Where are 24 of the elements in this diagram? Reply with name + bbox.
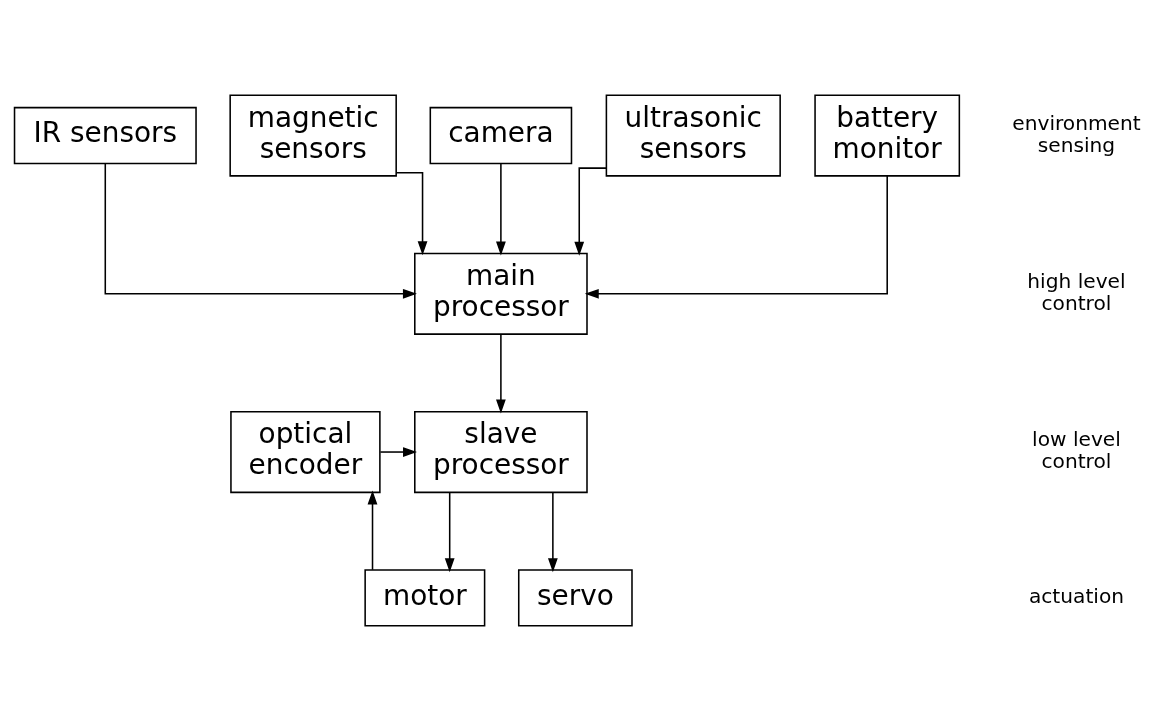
arrow [379,447,417,457]
label: low level control [1032,427,1121,474]
label: high level control [1027,269,1126,315]
arrow [444,491,455,573]
node-box: battery monitor [814,94,961,177]
arrow [367,490,378,571]
arrow [547,491,558,573]
arrow [496,163,506,256]
arrow [584,175,888,299]
label: actuation [1028,584,1125,609]
node-box: servo [517,569,633,627]
node-box: optical encoder [230,410,381,494]
node-box: IR sensors [13,106,197,165]
node-box: ultrasonic sensors [605,94,781,177]
node-box: main processor [414,252,588,335]
label: environment sensing [1012,110,1141,157]
node-box: magnetic sensors [229,94,397,177]
arrow [395,172,428,256]
node-box: slave processor [414,410,588,494]
arrow [496,333,506,414]
arrow [104,163,417,299]
node-box: motor [364,569,486,627]
node-box: camera [429,106,573,165]
arrow [574,167,608,256]
